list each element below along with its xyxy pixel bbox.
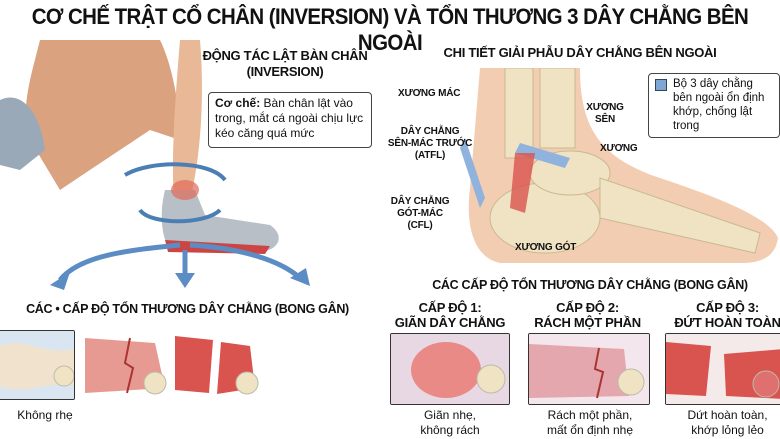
- right-grades-heading: CÁC CẤP ĐỘ TỔN THƯƠNG DÂY CHẰNG (BONG GÂ…: [432, 278, 748, 292]
- left-grade-image-2: [85, 337, 167, 395]
- left-grade-image-3: [175, 336, 259, 395]
- legend-swatch: [655, 79, 667, 91]
- arrow-left-icon: [58, 242, 181, 282]
- label-atfl-2: SÊN-MÁC TRƯỚC: [387, 138, 473, 149]
- mechanism-box: Cơ chế: Bàn chân lật vào trong, mắt cá n…: [208, 92, 372, 148]
- label-cfl-3: (CFL): [407, 220, 433, 231]
- page-title: CƠ CHẾ TRẬT CỔ CHÂN (INVERSION) VÀ TỔN T…: [31, 4, 749, 55]
- grade-1-caption-line1: Giãn nhẹ,: [423, 408, 477, 422]
- anatomy-heading: CHI TIẾT GIẢI PHẪU DÂY CHẰNG BÊN NGOÀI: [443, 45, 717, 60]
- grade-3-caption: Dứt hoàn toàn, khớp lỏng lẻo: [670, 408, 780, 438]
- inversion-heading: ĐỘNG TÁC LẬT BÀN CHÂN (INVERSION): [200, 48, 370, 80]
- left-grade-image-1: [0, 330, 75, 400]
- grade-2-title-line1: CẤP ĐỘ 2:: [556, 300, 619, 315]
- label-cfl-2: GÓT-MÁC: [397, 208, 443, 219]
- label-talus-1: XƯƠNG: [586, 102, 624, 113]
- mechanism-text: Bàn chân lật vào trong, mắt cá ngoài chị…: [215, 96, 364, 140]
- grade-1-caption: Giãn nhẹ, không rách: [390, 408, 510, 438]
- label-calcaneus: XƯƠNG GÓT: [515, 242, 577, 253]
- label-fibula: XƯƠNG MÁC: [398, 88, 461, 99]
- arrows: [50, 242, 310, 290]
- grade-3-caption-line2: khớp lỏng lẻo: [691, 423, 764, 437]
- legend-box: Bộ 3 dây chằng bên ngoài ổn định khớp, c…: [648, 73, 780, 138]
- arrowhead-center-icon: [175, 273, 195, 288]
- label-cfl: DÂY CHẰNG GÓT-MÁC (CFL): [380, 196, 460, 232]
- arrow-right-icon: [189, 242, 302, 280]
- grade-3-title-line1: CẤP ĐỘ 3:: [696, 300, 759, 315]
- label-atfl-1: DÂY CHẰNG: [400, 126, 460, 137]
- mechanism-label: Cơ chế:: [215, 96, 261, 110]
- grade-2-caption: Rách một phần, mất ổn định nhẹ: [520, 408, 660, 438]
- arrowhead-left-icon: [50, 272, 70, 290]
- label-atfl: DÂY CHẰNG SÊN-MÁC TRƯỚC (ATFL): [380, 126, 480, 162]
- grade-3-caption-line1: Dứt hoàn toàn,: [687, 408, 768, 422]
- label-talus: XƯƠNG SÊN: [585, 102, 625, 126]
- legend-text: Bộ 3 dây chằng bên ngoài ổn định khớp, c…: [673, 78, 765, 132]
- grade-2-image: [528, 333, 650, 405]
- grade-2-title: CẤP ĐỘ 2: RÁCH MỘT PHẦN: [520, 300, 655, 330]
- atfl-ligament: [515, 143, 570, 168]
- left-grade-caption-1: Không rhẹ: [17, 408, 73, 422]
- grade-1-image: [390, 333, 510, 405]
- cfl-ligament: [510, 153, 535, 213]
- grade-1-caption-line2: không rách: [420, 423, 480, 437]
- grade-2-caption-line2: mất ổn định nhẹ: [546, 423, 634, 437]
- left-grades-heading: CÁC • CẤP ĐỘ TỔN THƯƠNG DÂY CHẰNG (BONG …: [26, 302, 349, 316]
- label-cfl-1: DÂY CHẰNG: [390, 196, 450, 207]
- inversion-heading-line1: ĐỘNG TÁC LẬT BÀN CHÂN: [202, 48, 368, 63]
- grade-1-title-line1: CẤP ĐỘ 1:: [418, 300, 482, 315]
- grade-3-title-line2: ĐỨT HOÀN TOÀN: [674, 315, 780, 330]
- label-bone: XƯƠNG: [600, 143, 638, 154]
- label-talus-2: SÊN: [595, 114, 615, 125]
- grade-2-title-line2: RÁCH MỘT PHẦN: [534, 315, 641, 330]
- grade-3-title: CẤP ĐỘ 3: ĐỨT HOÀN TOÀN: [670, 300, 780, 330]
- arrowhead-right-icon: [290, 268, 310, 286]
- foot-anatomy-illustration: [460, 68, 778, 263]
- inversion-heading-line2: (INVERSION): [246, 64, 324, 79]
- grade-2-caption-line1: Rách một phần,: [547, 408, 633, 422]
- grade-1-title: CẤP ĐỘ 1: GIÃN DÂY CHẰNG: [385, 300, 515, 330]
- grade-1-title-line2: GIÃN DÂY CHẰNG: [394, 315, 506, 330]
- grade-3-image: [665, 333, 780, 405]
- label-atfl-3: (ATFL): [414, 150, 446, 161]
